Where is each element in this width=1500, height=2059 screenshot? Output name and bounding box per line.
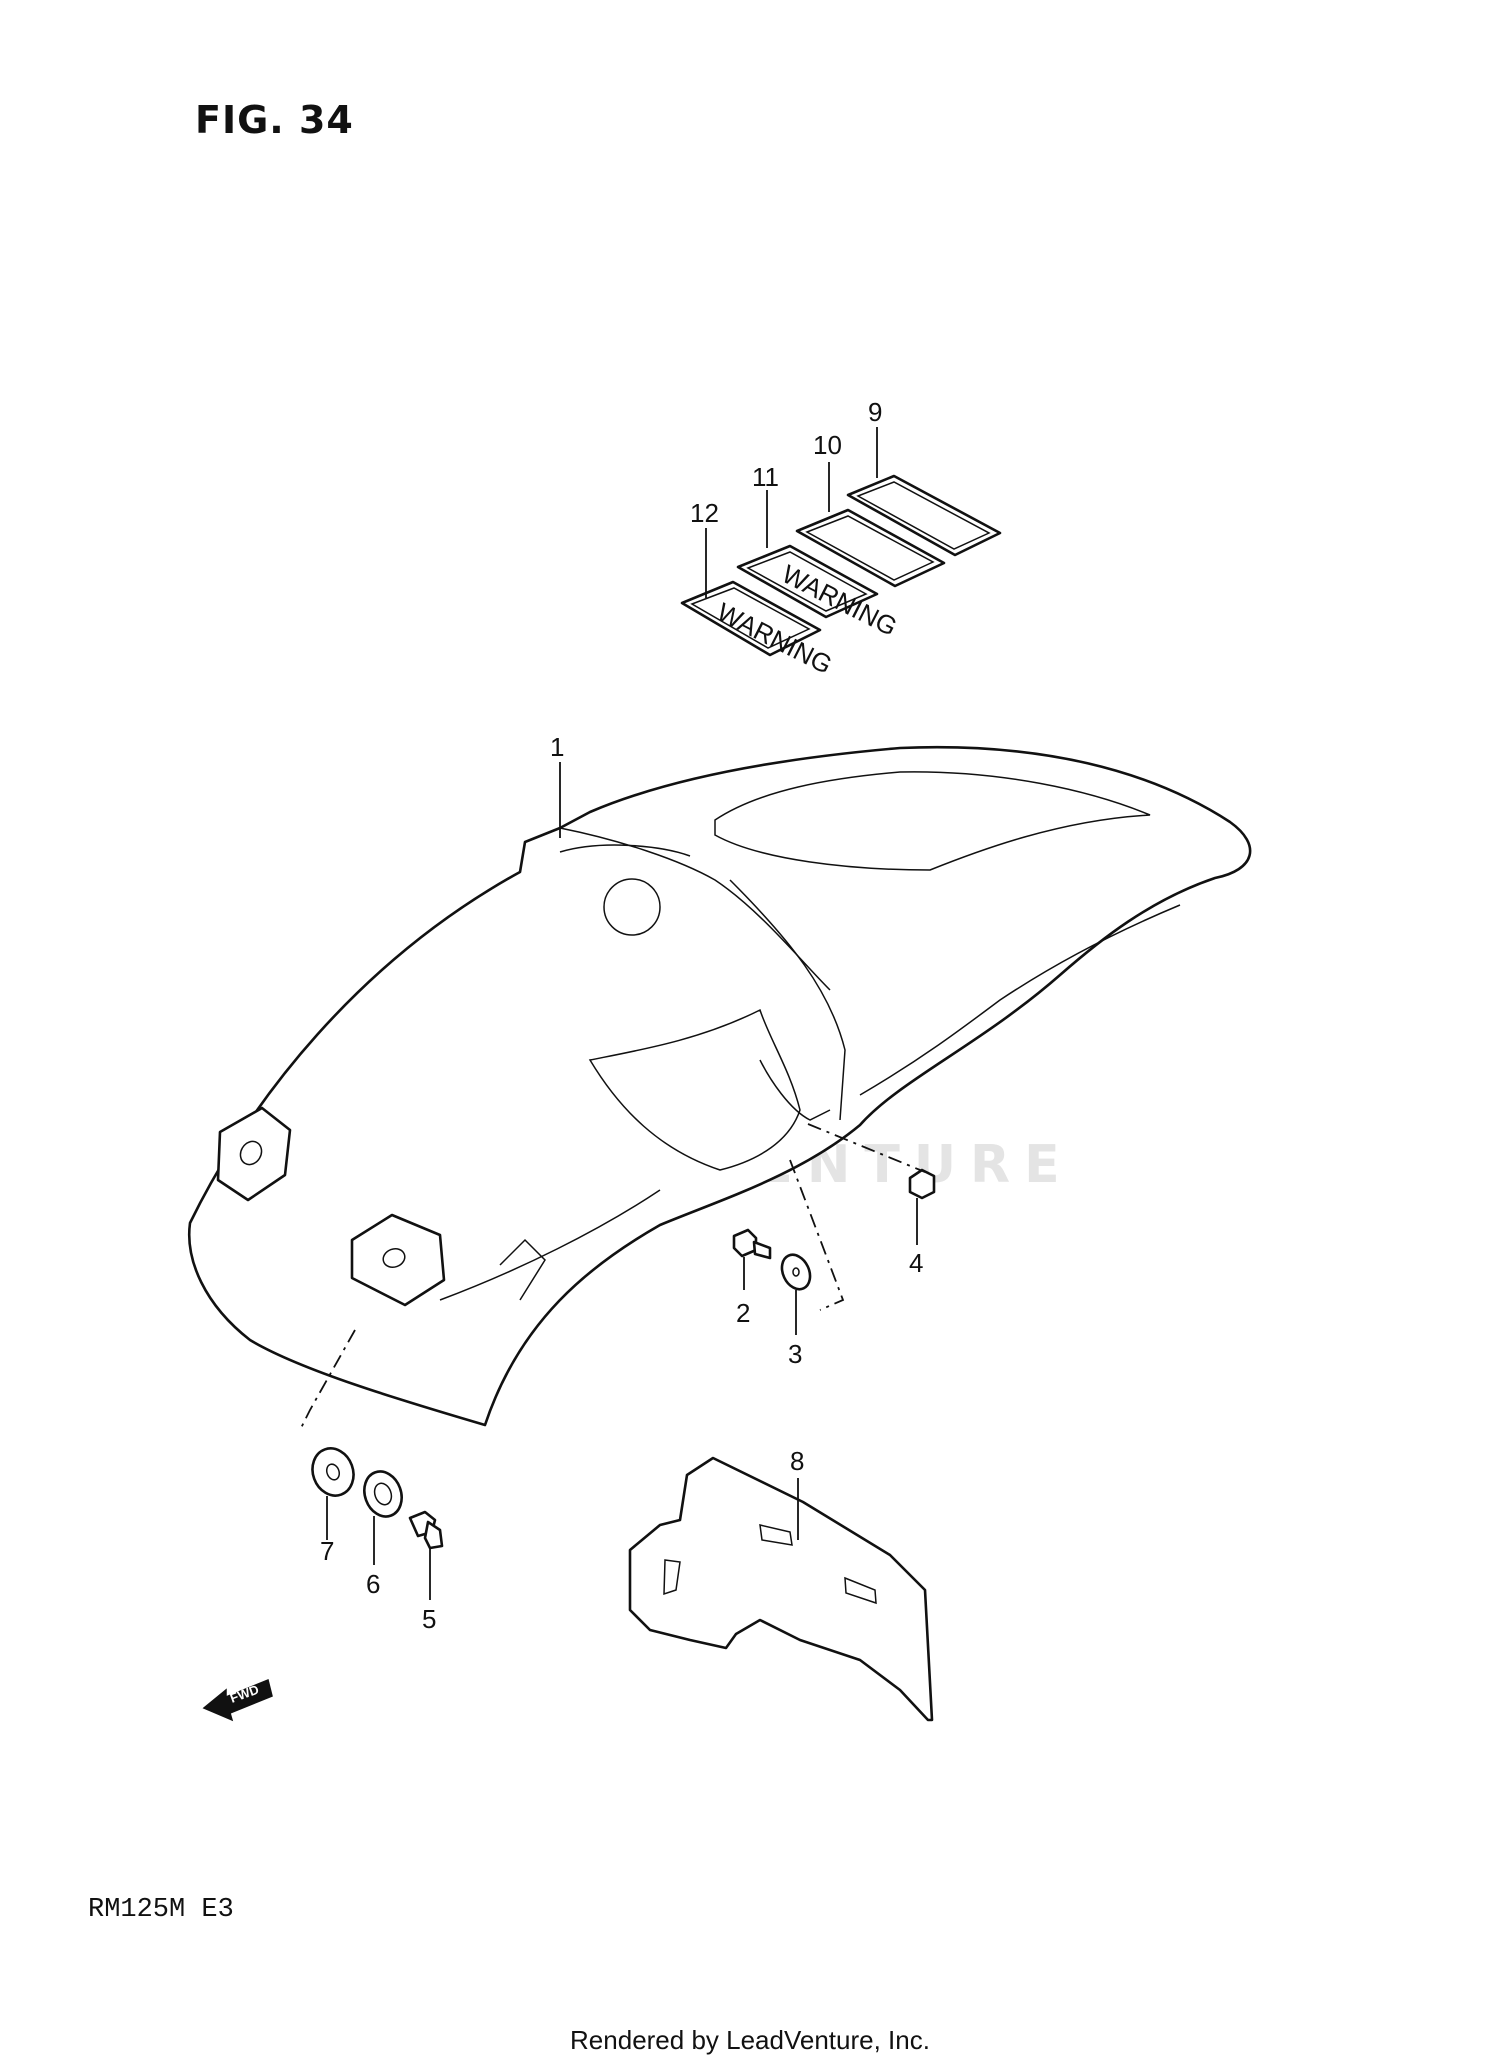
washer-7 [311, 1447, 355, 1497]
bolt-5 [408, 1510, 444, 1550]
model-code: RM125M E3 [88, 1895, 234, 1925]
assembly-line-washer [789, 1159, 845, 1311]
decal-9 [846, 474, 1002, 557]
callout-7: 7 [320, 1536, 334, 1566]
callout-12: 12 [690, 498, 719, 528]
callout-9: 9 [868, 397, 882, 427]
callout-3: 3 [788, 1339, 802, 1369]
nut-4 [908, 1168, 936, 1200]
fwd-arrow-icon: FWD [202, 1678, 273, 1722]
callout-10: 10 [813, 430, 842, 460]
callout-5: 5 [422, 1604, 436, 1634]
callout-6: 6 [366, 1569, 380, 1599]
footer-credit: Rendered by LeadVenture, Inc. [570, 2025, 930, 2055]
callout-4: 4 [909, 1248, 923, 1278]
bolt-2 [732, 1228, 772, 1260]
number-plate [628, 1456, 934, 1722]
callout-2: 2 [736, 1298, 750, 1328]
rear-fender [187, 745, 1252, 1427]
callout-8: 8 [790, 1446, 804, 1476]
decal-10 [795, 508, 946, 588]
assembly-line-nut [807, 1123, 926, 1173]
assembly-line-mount [299, 1329, 356, 1431]
callout-11: 11 [752, 462, 779, 492]
washer-6 [363, 1470, 403, 1518]
washer-3 [780, 1253, 812, 1291]
figure-title: FIG. 34 [195, 98, 354, 142]
callout-1: 1 [550, 732, 564, 762]
